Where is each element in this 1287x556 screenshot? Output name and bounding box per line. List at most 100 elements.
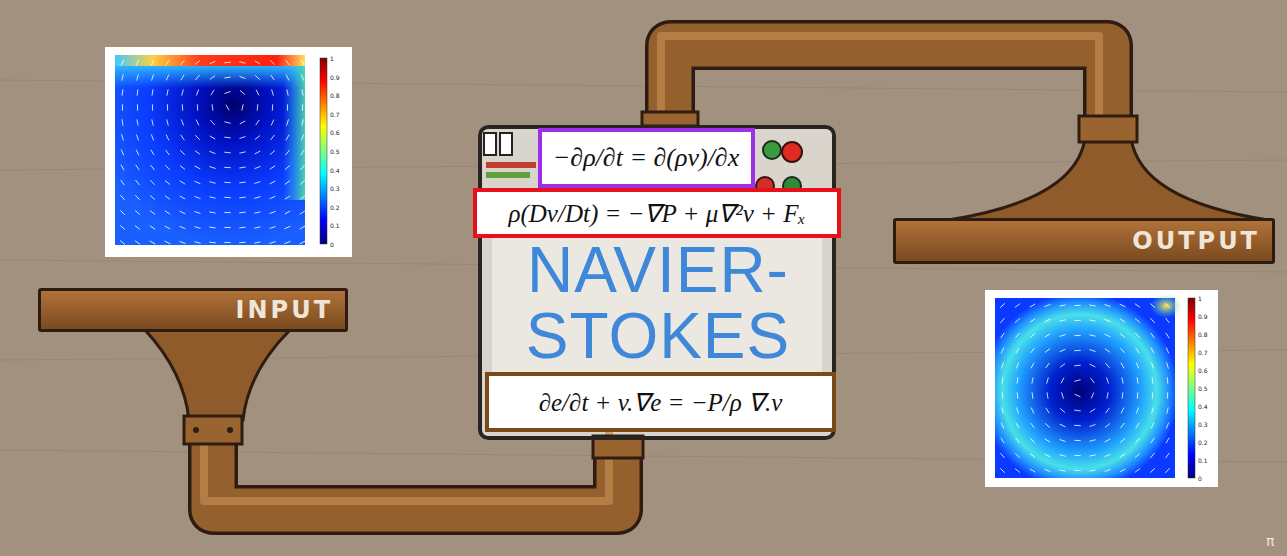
vector-arrow: [287, 119, 289, 125]
vector-arrow: [211, 90, 214, 95]
vector-arrow: [150, 180, 154, 185]
vector-arrow: [1166, 348, 1169, 354]
vector-arrow: [152, 119, 153, 125]
vector-arrow: [135, 210, 140, 214]
vector-arrow: [1045, 469, 1051, 471]
vector-arrow: [210, 76, 215, 80]
colorbar-tick: 1: [1198, 295, 1202, 302]
vector-arrow: [180, 211, 186, 214]
vector-arrow: [180, 60, 184, 65]
vector-arrow: [300, 211, 305, 215]
vector-arrow: [120, 225, 125, 229]
colorbar-tick: 0: [330, 241, 334, 248]
vector-arrow: [1031, 363, 1034, 369]
vector-arrow: [1030, 438, 1035, 442]
vector-arrow: [166, 135, 169, 141]
vector-arrow: [239, 62, 245, 64]
vector-arrow: [180, 166, 185, 170]
vector-arrow: [225, 91, 231, 93]
vector-arrow: [1045, 439, 1050, 442]
colorbar-tick: 0.7: [1198, 349, 1208, 356]
vector-arrow: [240, 90, 245, 94]
input-colorbar: [320, 58, 327, 244]
pipe-collar: [642, 112, 698, 126]
vector-arrow: [1017, 392, 1019, 398]
vector-arrow: [271, 135, 275, 140]
colorbar-tick: 0.2: [330, 203, 340, 210]
vector-arrow: [1120, 334, 1125, 338]
vector-arrow: [167, 119, 169, 125]
vector-arrow: [195, 196, 201, 198]
vector-arrow: [1074, 380, 1080, 382]
vector-arrow: [165, 241, 171, 244]
vector-arrow: [1120, 348, 1124, 353]
vector-arrow: [1074, 410, 1080, 412]
vector-arrow: [301, 150, 305, 155]
vector-arrow: [1074, 305, 1080, 306]
vector-arrow: [1150, 303, 1155, 307]
vector-arrow: [1059, 470, 1065, 471]
vector-arrow: [1120, 304, 1126, 307]
vector-arrow: [167, 89, 168, 95]
vector-arrow: [180, 226, 186, 228]
vector-arrow: [1122, 377, 1123, 383]
vector-arrow: [209, 197, 215, 198]
vector-arrow: [209, 212, 215, 213]
vector-arrow: [1090, 424, 1096, 426]
vector-arrow: [240, 76, 246, 78]
vector-arrow: [1135, 319, 1140, 323]
vector-arrow: [1002, 362, 1004, 368]
vector-arrow: [302, 104, 303, 110]
vector-arrow: [1060, 440, 1066, 442]
vector-arrow: [150, 226, 155, 229]
vector-arrow: [195, 61, 200, 65]
vector-arrow: [136, 60, 139, 66]
vector-arrow: [1151, 333, 1155, 338]
vector-arrow: [136, 165, 140, 170]
vector-arrow: [1000, 468, 1005, 472]
vector-arrow: [285, 196, 290, 199]
vector-arrow: [269, 242, 275, 244]
rivet: [193, 427, 199, 433]
vector-arrow: [122, 119, 123, 125]
vector-arrow: [1002, 407, 1004, 413]
colorbar-tick: 0.4: [1198, 403, 1208, 410]
vector-arrow: [255, 75, 260, 79]
vector-arrow: [239, 242, 245, 243]
vector-arrow: [1120, 319, 1125, 322]
vector-arrow: [1046, 363, 1050, 368]
input-field-lid: [115, 55, 305, 66]
vector-arrow: [1136, 348, 1140, 353]
vector-arrow: [286, 60, 290, 65]
vector-arrow: [1030, 319, 1035, 323]
vector-arrow: [224, 122, 230, 124]
vector-arrow: [120, 195, 124, 200]
vector-arrow: [255, 166, 261, 168]
vector-arrow: [1166, 318, 1170, 323]
vector-arrow: [300, 241, 306, 244]
vector-arrow: [1015, 469, 1020, 473]
vector-arrow: [1120, 454, 1125, 457]
vector-arrow: [166, 60, 170, 65]
vector-arrow: [1089, 455, 1095, 456]
vector-arrow: [1105, 349, 1110, 353]
vector-arrow: [242, 104, 243, 110]
vector-arrow: [1016, 363, 1018, 369]
vector-arrow: [194, 242, 200, 244]
vector-arrow: [302, 119, 304, 125]
vector-arrow: [1059, 305, 1065, 306]
vector-arrow: [1089, 350, 1095, 352]
vector-arrow: [285, 241, 291, 243]
vector-arrow: [239, 182, 245, 184]
vector-arrow: [165, 226, 171, 229]
colorbar-tick: 0.3: [1198, 421, 1208, 428]
vector-arrow: [300, 226, 306, 229]
vector-arrow: [1060, 335, 1066, 337]
vector-arrow: [1151, 348, 1154, 354]
colorbar-tick: 0.1: [1198, 457, 1208, 464]
vector-arrow: [240, 137, 246, 139]
vector-arrow: [1167, 377, 1169, 383]
vector-arrow: [196, 90, 198, 96]
vector-arrow: [256, 120, 260, 125]
equation-box: −∂ρ/∂t = ∂(ρv)/∂x: [538, 128, 755, 188]
